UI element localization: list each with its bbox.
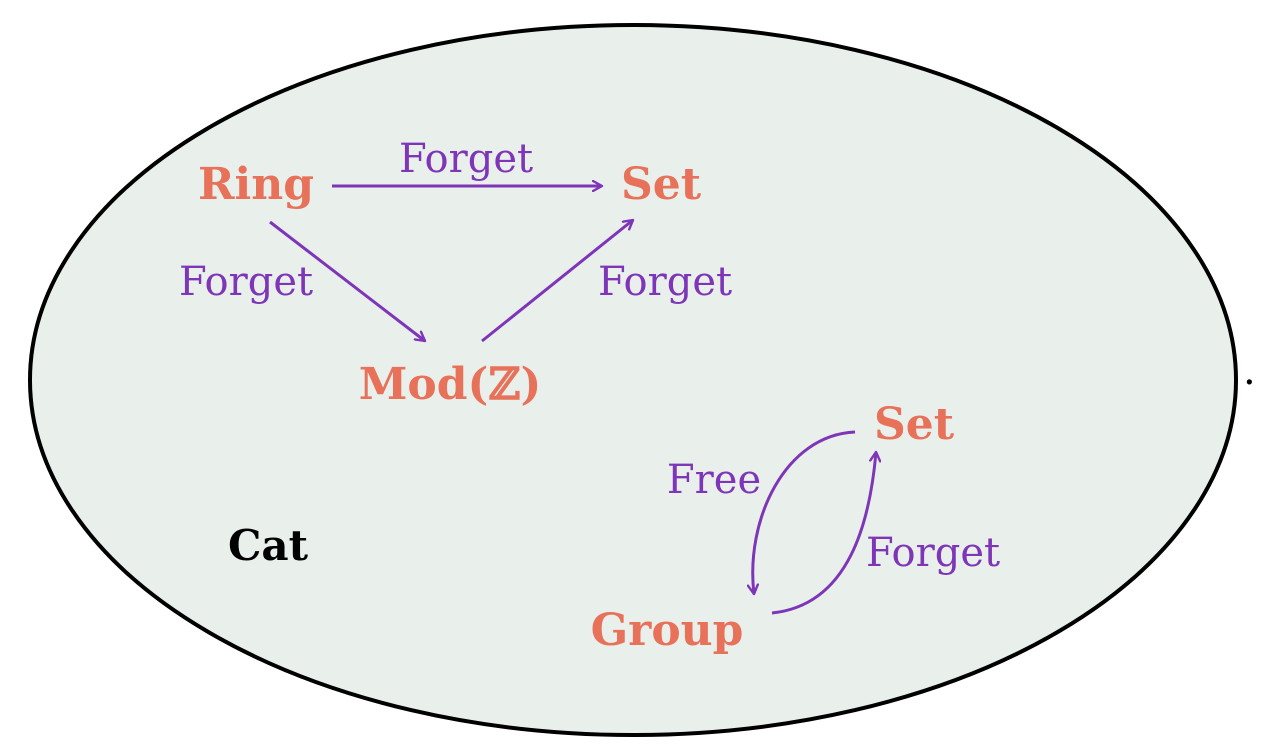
edge-label-group-to-set: Forget [866,530,1000,576]
arrow-set-to-group [753,430,856,594]
trailing-period: . [1243,348,1256,394]
cat-ellipse [28,23,1238,737]
node-mod-z: Mod(ℤ) [359,359,542,410]
edge-label-mod-to-set: Forget [598,259,732,305]
node-group: Group [591,605,744,656]
arrow-ring-to-mod [269,220,425,341]
category-label-cat: Cat [228,521,309,570]
node-set-right: Set [874,399,955,450]
edge-label-ring-to-set: Forget [399,136,533,182]
arrow-mod-to-set [481,220,633,343]
edge-label-set-to-group: Free [667,457,761,503]
node-ring: Ring [198,159,314,210]
edge-label-ring-to-mod: Forget [179,259,313,305]
arrow-group-to-set [771,452,876,615]
node-set-top: Set [621,159,702,210]
